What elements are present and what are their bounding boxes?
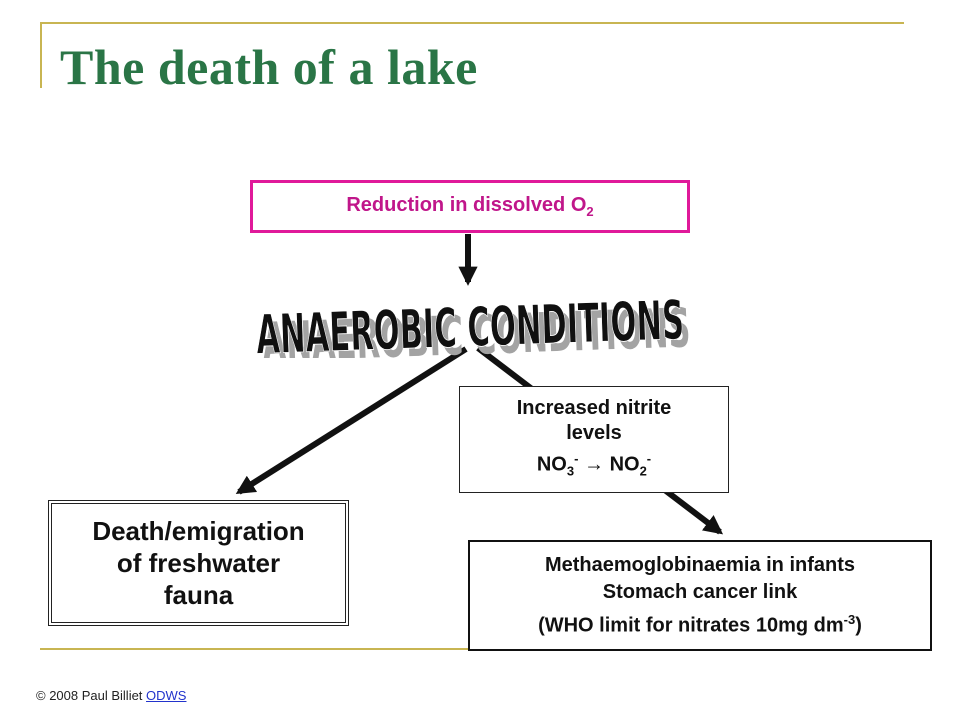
death-line-1: Death/emigration <box>92 516 305 546</box>
who-limit-close: ) <box>855 614 862 637</box>
nitrite-line-2: levels <box>566 421 622 444</box>
reaction-arrow-icon: → <box>584 453 604 476</box>
nitrite-line-1: Increased nitrite <box>516 396 672 419</box>
nitrite-charge: - <box>646 450 652 466</box>
frame-top-line <box>40 22 904 24</box>
nitrite-subscript: 2 <box>639 463 647 479</box>
footer-copyright: © 2008 Paul Billiet ODWS <box>36 688 186 703</box>
reduction-subscript: 2 <box>586 204 594 219</box>
who-limit-text: (WHO limit for nitrates 10mg dm <box>538 614 844 637</box>
copyright-text: © 2008 Paul Billiet <box>36 688 147 703</box>
nitrite-formula: NO <box>609 453 640 476</box>
metha-line-3: (WHO limit for nitrates 10mg dm-3) <box>538 606 862 640</box>
anaerobic-conditions-wordart: ANAEROBIC CONDITIONS ANAEROBIC CONDITION… <box>255 288 690 358</box>
reduction-text: Reduction in dissolved O <box>346 194 587 216</box>
odws-link[interactable]: ODWS <box>146 688 187 703</box>
nitrate-formula: NO <box>536 453 567 476</box>
frame-left-line <box>40 22 42 88</box>
death-line-3: fauna <box>163 580 234 610</box>
anaerobic-text: ANAEROBIC CONDITIONS <box>255 289 685 358</box>
nitrate-subscript: 3 <box>566 463 575 479</box>
nitrite-box: Increased nitrite levels NO3- → NO2- <box>459 386 729 493</box>
death-line-2: of freshwater <box>116 548 281 578</box>
methaemoglobinaemia-box: Methaemoglobinaemia in infants Stomach c… <box>468 540 932 651</box>
arrow-to-death <box>235 346 468 495</box>
slide-title: The death of a lake <box>60 39 478 95</box>
death-box: Death/emigration of freshwater fauna <box>48 500 349 626</box>
reduction-label: Reduction in dissolved O2 <box>346 194 593 219</box>
nitrate-charge: - <box>574 450 579 466</box>
who-limit-exponent: -3 <box>843 611 856 627</box>
reduction-box: Reduction in dissolved O2 <box>250 180 690 233</box>
metha-line-1: Methaemoglobinaemia in infants <box>544 553 856 576</box>
metha-line-2: Stomach cancer link <box>602 580 798 603</box>
nitrite-equation: NO3- → NO2- <box>537 446 651 484</box>
